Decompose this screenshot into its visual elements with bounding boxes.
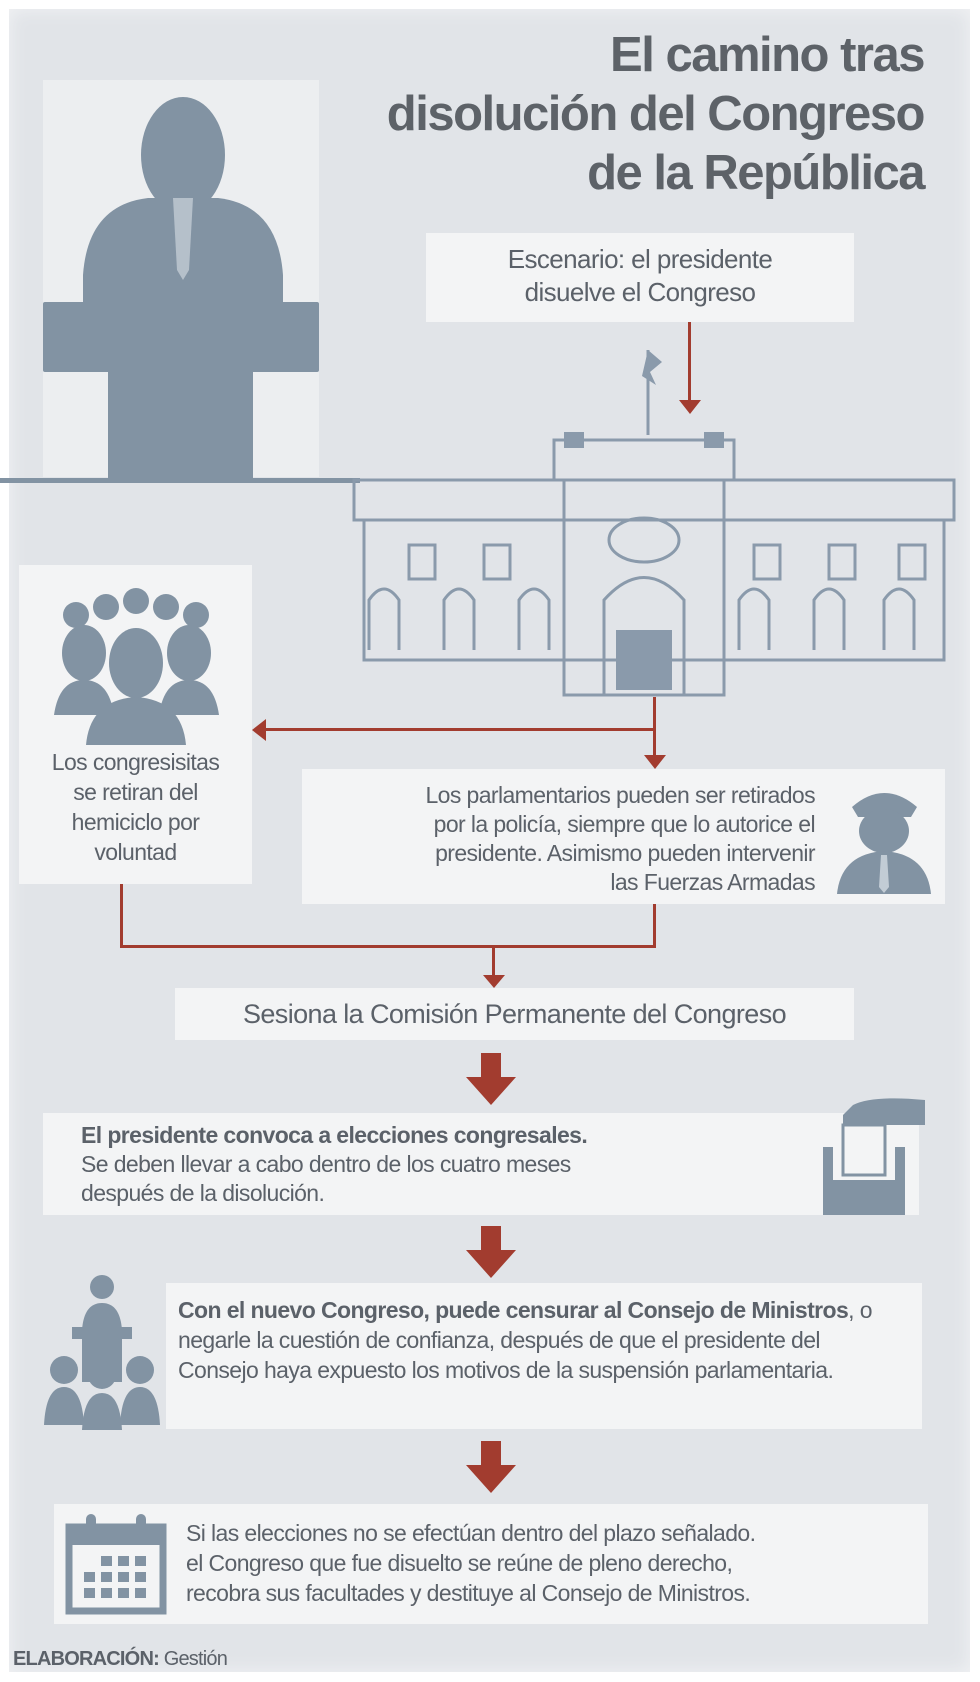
big-arrow-down-icon	[466, 1053, 516, 1105]
podium-speaker-icon	[43, 97, 319, 480]
credit-source: Gestión	[163, 1648, 228, 1670]
arrow-connector	[653, 904, 656, 947]
arrow-connector	[492, 945, 495, 977]
left-branch-text: hemiciclo por	[71, 809, 200, 835]
right-branch-text: presidente. Asimismo pueden intervenir	[435, 840, 816, 866]
arrow-head-icon	[483, 975, 505, 988]
congress-building-icon	[352, 350, 956, 697]
new-congress-text: Con el nuevo Congreso, puede censurar al…	[178, 1295, 892, 1385]
arrow-connector	[264, 728, 656, 731]
title-line: de la República	[587, 146, 925, 200]
new-congress-box: Con el nuevo Congreso, puede censurar al…	[166, 1283, 922, 1429]
police-removal-box: Los parlamentarios pueden ser retirados …	[302, 769, 945, 904]
page-title: El camino tras disolución del Congreso d…	[386, 26, 926, 203]
arrow-left-head-icon	[252, 719, 266, 741]
new-congress-rest: , o negarle la cuestión de confianza, de…	[178, 1297, 873, 1383]
arrow-connector	[120, 884, 123, 947]
police-officer-icon	[837, 793, 931, 894]
scenario-text: Escenario: el presidente	[507, 244, 773, 274]
commission-text: Sesiona la Comisión Permanente del Congr…	[242, 999, 787, 1029]
credit-label: ELABORACIÓN:	[13, 1648, 160, 1670]
no-elections-text: Si las elecciones no se efectúan dentro …	[186, 1520, 756, 1546]
group-people-icon	[54, 588, 219, 745]
no-elections-text: recobra sus facultades y destituye al Co…	[186, 1580, 751, 1606]
council-meeting-icon	[44, 1275, 160, 1430]
credit-line: ELABORACIÓN: Gestión	[13, 1648, 228, 1671]
arrow-connector	[688, 322, 691, 402]
right-branch-text: las Fuerzas Armadas	[610, 869, 815, 895]
commission-box: Sesiona la Comisión Permanente del Congr…	[175, 988, 854, 1040]
big-arrow-down-icon	[466, 1441, 516, 1493]
arrow-head-icon	[679, 400, 701, 414]
floor-line	[0, 478, 360, 483]
arrow-connector	[653, 697, 656, 757]
congressmen-leave-box: Los congresisitas se retiran del hemicic…	[19, 565, 252, 884]
arrow-head-icon	[644, 755, 666, 769]
no-elections-box: Si las elecciones no se efectúan dentro …	[54, 1504, 928, 1624]
elections-text: después de la disolución.	[81, 1180, 325, 1206]
title-line: El camino tras	[610, 28, 925, 82]
right-branch-text: Los parlamentarios pueden ser retirados	[425, 782, 815, 808]
left-branch-text: Los congresisitas	[51, 749, 220, 775]
building-windows	[367, 543, 927, 650]
elections-title: El presidente convoca a elecciones congr…	[81, 1122, 588, 1148]
no-elections-text: el Congreso que fue disuelto se reúne de…	[186, 1550, 733, 1576]
big-arrow-down-icon	[466, 1226, 516, 1278]
calendar-icon	[65, 1514, 167, 1615]
left-branch-text: voluntad	[94, 839, 177, 865]
scenario-box: Escenario: el presidente disuelve el Con…	[426, 233, 854, 322]
elections-box: El presidente convoca a elecciones congr…	[43, 1098, 925, 1215]
right-branch-text: por la policía, siempre que lo autorice …	[433, 811, 816, 837]
new-congress-bold: Con el nuevo Congreso, puede censurar al…	[178, 1297, 849, 1323]
scenario-text: disuelve el Congreso	[524, 277, 756, 307]
left-branch-text: se retiran del	[73, 779, 198, 805]
arrow-connector	[120, 945, 656, 948]
title-line: disolución del Congreso	[386, 87, 926, 141]
elections-text: Se deben llevar a cabo dentro de los cua…	[81, 1151, 571, 1177]
ballot-box-icon	[823, 1098, 925, 1215]
